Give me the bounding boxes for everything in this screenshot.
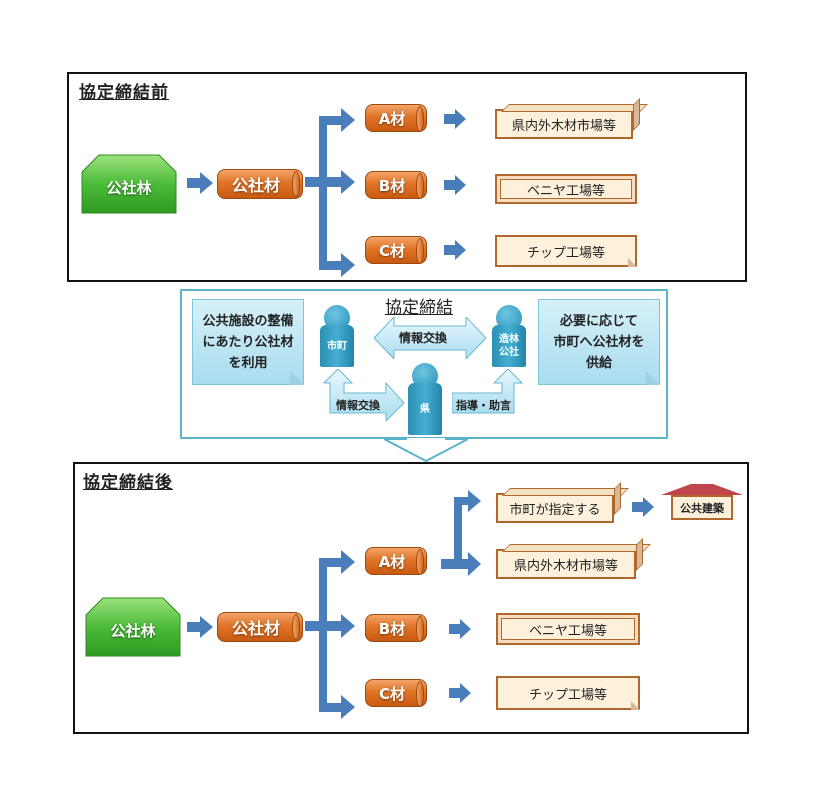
arrow-right-icon xyxy=(444,109,466,129)
note-line: 公共施設の整備 xyxy=(202,313,294,329)
agreement-title: 協定締結 xyxy=(385,298,453,318)
forestry-corporation-note: 必要に応じて市町へ公社材を供給 xyxy=(538,299,660,385)
arrow-right-icon xyxy=(632,497,654,517)
split-arrow-icon xyxy=(441,490,481,576)
forest-shape-icon xyxy=(81,154,177,214)
grade-c-timber: C材 xyxy=(365,236,427,264)
destination-timber-market: 県内外木材市場等 xyxy=(496,549,636,579)
grade-a-timber: A材 xyxy=(365,104,427,132)
municipality-label: 市町 xyxy=(320,325,354,367)
info-exchange-bottom-label: 情報交換 xyxy=(336,399,380,412)
grade-b-timber: B材 xyxy=(365,614,427,642)
company-timber-label: 公社材 xyxy=(231,619,280,638)
company-timber-label: 公社材 xyxy=(231,176,280,195)
bent-arrow-icon xyxy=(452,369,524,414)
arrow-right-icon xyxy=(449,683,471,703)
label-line: 公社 xyxy=(499,347,519,358)
after-panel-title: 協定締結後 xyxy=(83,473,173,493)
before-panel-title: 協定締結前 xyxy=(79,83,169,103)
prefecture-label: 県 xyxy=(408,383,442,435)
destination-plywood-factory: ベニヤ工場等 xyxy=(495,174,637,204)
bent-arrow-icon xyxy=(322,369,405,421)
destination-label: ベニヤ工場等 xyxy=(528,623,607,639)
after-agreement-panel: 協定締結後 公社林 公社材 A材 B材 C材 市町が指定する 県内外木材市場等 … xyxy=(73,462,749,734)
forestry-corporation-actor: 造林公社 xyxy=(492,305,528,369)
destination-plywood-factory: ベニヤ工場等 xyxy=(496,613,640,645)
public-forest-node: 公社林 xyxy=(85,597,181,657)
grade-label: C材 xyxy=(378,241,405,260)
branch-arrows-icon xyxy=(305,108,355,277)
forest-shape-icon xyxy=(85,597,181,657)
grade-b-timber: B材 xyxy=(365,171,427,199)
note-line: 供給 xyxy=(585,355,612,371)
info-exchange-top-label: 情報交換 xyxy=(399,331,448,345)
label-line: 造林 xyxy=(499,334,519,345)
grade-label: C材 xyxy=(378,684,405,703)
grade-label: B材 xyxy=(378,176,406,195)
before-agreement-panel: 協定締結前 公社林 公社材 A材 B材 C材 県内外木材市場等 ベニヤ工場等 チ… xyxy=(67,72,747,282)
arrow-right-icon xyxy=(449,619,471,639)
grade-c-timber: C材 xyxy=(365,679,427,707)
destination-chip-factory: チップ工場等 xyxy=(496,676,640,710)
destination-label: 県内外木材市場等 xyxy=(513,558,618,574)
public-building-node: 公共建築 xyxy=(661,484,743,520)
grade-label: A材 xyxy=(378,552,406,571)
public-building-label: 公共建築 xyxy=(671,495,733,520)
arrow-right-icon xyxy=(444,175,466,195)
roof-icon xyxy=(661,484,743,495)
note-line: 市町へ公社材を xyxy=(553,334,645,350)
destination-label: ベニヤ工場等 xyxy=(526,183,605,199)
municipality-note: 公共施設の整備にあたり公社材を利用 xyxy=(192,299,304,385)
arrow-right-icon xyxy=(187,616,213,638)
destination-label: チップ工場等 xyxy=(526,245,605,261)
down-arrow-icon xyxy=(384,437,468,463)
grade-label: B材 xyxy=(378,619,406,638)
public-forest-node: 公社林 xyxy=(81,154,177,214)
destination-municipality-designated: 市町が指定する xyxy=(496,493,614,523)
note-line: 必要に応じて xyxy=(559,313,638,329)
company-timber-node: 公社材 xyxy=(217,612,303,642)
arrow-right-icon xyxy=(187,172,213,194)
destination-timber-market: 県内外木材市場等 xyxy=(495,109,633,139)
forest-label: 公社林 xyxy=(106,178,152,197)
agreement-panel: 公共施設の整備にあたり公社材を利用 市町 協定締結 情報交換 造林公社 必要に応… xyxy=(180,289,668,439)
branch-arrows-icon xyxy=(305,550,355,719)
destination-label: 市町が指定する xyxy=(509,502,601,518)
forestry-corporation-label: 造林公社 xyxy=(492,325,526,367)
prefecture-actor: 県 xyxy=(408,363,444,441)
destination-label: 県内外木材市場等 xyxy=(511,118,616,134)
municipality-actor: 市町 xyxy=(320,305,356,369)
guidance-label: 指導・助言 xyxy=(456,399,511,412)
destination-label: チップ工場等 xyxy=(528,687,607,703)
destination-chip-factory: チップ工場等 xyxy=(495,235,637,267)
arrow-right-icon xyxy=(444,240,466,260)
double-arrow-icon xyxy=(374,317,486,359)
grade-a-timber: A材 xyxy=(365,547,427,575)
company-timber-node: 公社材 xyxy=(217,169,303,199)
grade-label: A材 xyxy=(378,109,406,128)
forest-label: 公社林 xyxy=(110,621,156,640)
note-line: にあたり公社材 xyxy=(202,334,294,350)
note-line: を利用 xyxy=(228,355,268,371)
